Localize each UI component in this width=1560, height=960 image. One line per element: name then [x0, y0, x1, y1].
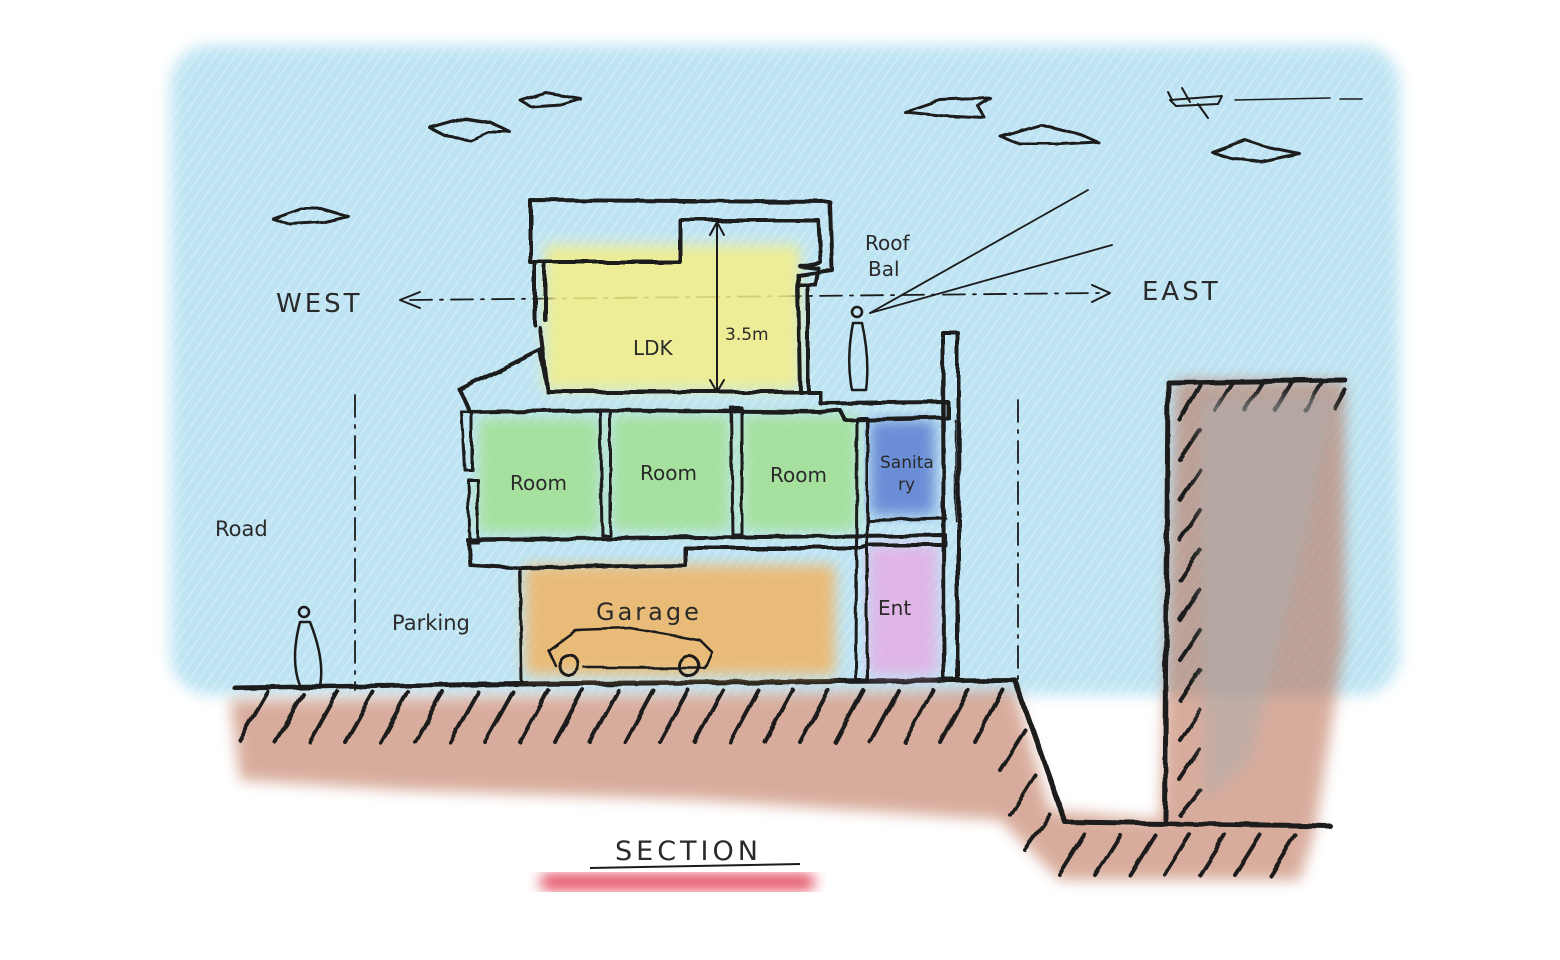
sanitary-label-line1: Sanita — [880, 453, 934, 473]
labels: WEST EAST Roof Bal LDK 3.5m Room Room Ro… — [215, 231, 1221, 867]
ldk-label: LDK — [633, 336, 674, 360]
garage-label: Garage — [596, 598, 702, 626]
roof-balcony-label-line2: Bal — [868, 257, 900, 281]
building — [458, 198, 961, 684]
room-1-label: Room — [510, 471, 567, 495]
person-figures — [293, 305, 869, 688]
clouds — [270, 90, 1302, 226]
height-dimension-label: 3.5m — [725, 325, 769, 345]
roof-balcony-label-line1: Roof — [865, 231, 910, 255]
height-dimension — [709, 221, 725, 393]
sight-lines — [869, 189, 1113, 314]
parking-label: Parking — [392, 611, 470, 635]
section-title: SECTION — [615, 836, 762, 867]
ground — [230, 377, 1348, 880]
room-2-label: Room — [640, 461, 697, 485]
entrance-label: Ent — [878, 596, 911, 620]
car-icon — [546, 626, 714, 670]
title-underline — [540, 863, 815, 890]
east-label: EAST — [1142, 277, 1221, 307]
west-label: WEST — [276, 289, 363, 319]
road-label: Road — [215, 517, 268, 541]
room-3-label: Room — [770, 463, 827, 487]
direction-arrows — [399, 284, 1111, 309]
sanitary-label-line2: ry — [898, 475, 915, 495]
airplane-icon — [1167, 87, 1363, 119]
